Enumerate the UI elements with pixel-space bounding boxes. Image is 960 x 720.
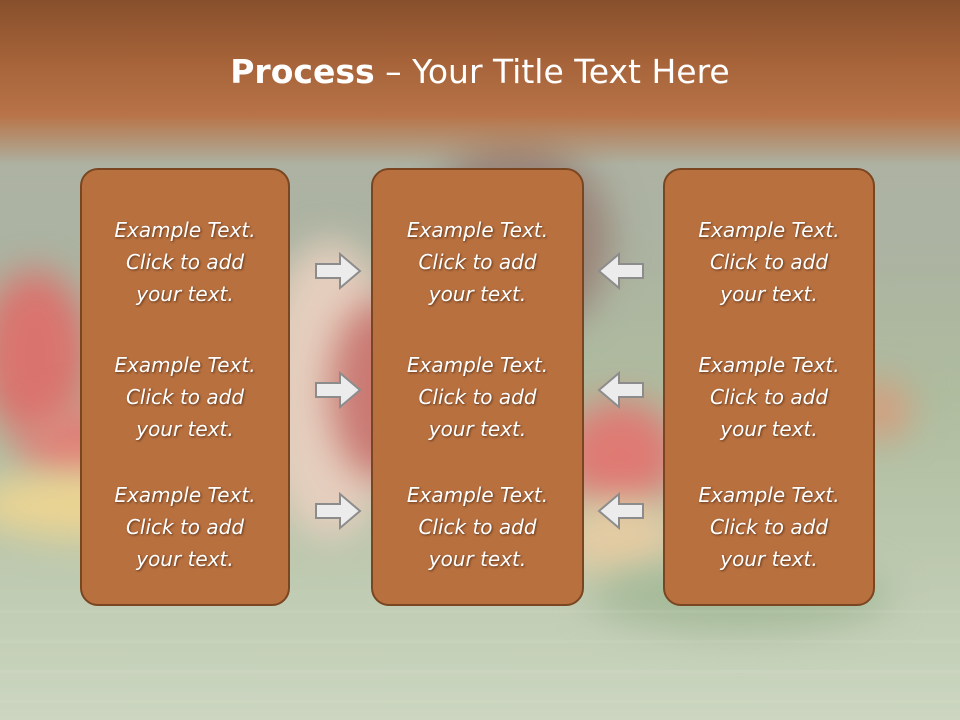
- text-block[interactable]: Example Text. Click to add your text.: [373, 479, 582, 575]
- slide-title[interactable]: Process – Your Title Text Here: [0, 52, 960, 91]
- text-line: your text.: [428, 417, 527, 441]
- text-line: Click to add: [418, 385, 537, 409]
- text-block[interactable]: Example Text. Click to add your text.: [373, 349, 582, 445]
- arrow-left-icon[interactable]: [597, 491, 645, 531]
- text-line: your text.: [136, 282, 234, 306]
- text-line: Click to add: [709, 385, 829, 409]
- text-line: your text.: [428, 282, 527, 306]
- text-line: Example Text.: [406, 483, 549, 507]
- text-block[interactable]: Example Text. Click to add your text.: [665, 214, 873, 310]
- process-box-left[interactable]: Example Text. Click to add your text. Ex…: [80, 168, 290, 606]
- text-line: Example Text.: [406, 218, 549, 242]
- text-line: Example Text.: [114, 483, 256, 507]
- title-rest: – Your Title Text Here: [374, 52, 730, 91]
- text-line: Example Text.: [698, 353, 840, 377]
- text-line: Click to add: [709, 515, 829, 539]
- text-line: your text.: [720, 282, 818, 306]
- text-block[interactable]: Example Text. Click to add your text.: [82, 349, 288, 445]
- text-line: Example Text.: [406, 353, 549, 377]
- text-line: Example Text.: [698, 483, 840, 507]
- text-line: your text.: [428, 547, 527, 571]
- arrow-right-icon[interactable]: [314, 491, 362, 531]
- text-line: Click to add: [125, 250, 245, 274]
- text-line: Click to add: [125, 515, 245, 539]
- title-bold: Process: [230, 52, 375, 91]
- arrow-left-icon[interactable]: [597, 370, 645, 410]
- text-line: Click to add: [418, 250, 537, 274]
- arrow-right-icon[interactable]: [314, 370, 362, 410]
- process-box-center[interactable]: Example Text. Click to add your text. Ex…: [371, 168, 584, 606]
- text-line: your text.: [136, 417, 234, 441]
- text-line: Example Text.: [114, 218, 256, 242]
- text-block[interactable]: Example Text. Click to add your text.: [82, 479, 288, 575]
- arrow-left-icon[interactable]: [597, 251, 645, 291]
- text-block[interactable]: Example Text. Click to add your text.: [373, 214, 582, 310]
- text-line: your text.: [720, 547, 818, 571]
- text-line: your text.: [136, 547, 234, 571]
- text-line: Example Text.: [114, 353, 256, 377]
- text-line: Example Text.: [698, 218, 840, 242]
- text-block[interactable]: Example Text. Click to add your text.: [665, 349, 873, 445]
- text-line: Click to add: [125, 385, 245, 409]
- text-line: your text.: [720, 417, 818, 441]
- text-block[interactable]: Example Text. Click to add your text.: [665, 479, 873, 575]
- process-box-right[interactable]: Example Text. Click to add your text. Ex…: [663, 168, 875, 606]
- header-band: [0, 0, 960, 165]
- text-line: Click to add: [418, 515, 537, 539]
- text-line: Click to add: [709, 250, 829, 274]
- arrow-right-icon[interactable]: [314, 251, 362, 291]
- text-block[interactable]: Example Text. Click to add your text.: [82, 214, 288, 310]
